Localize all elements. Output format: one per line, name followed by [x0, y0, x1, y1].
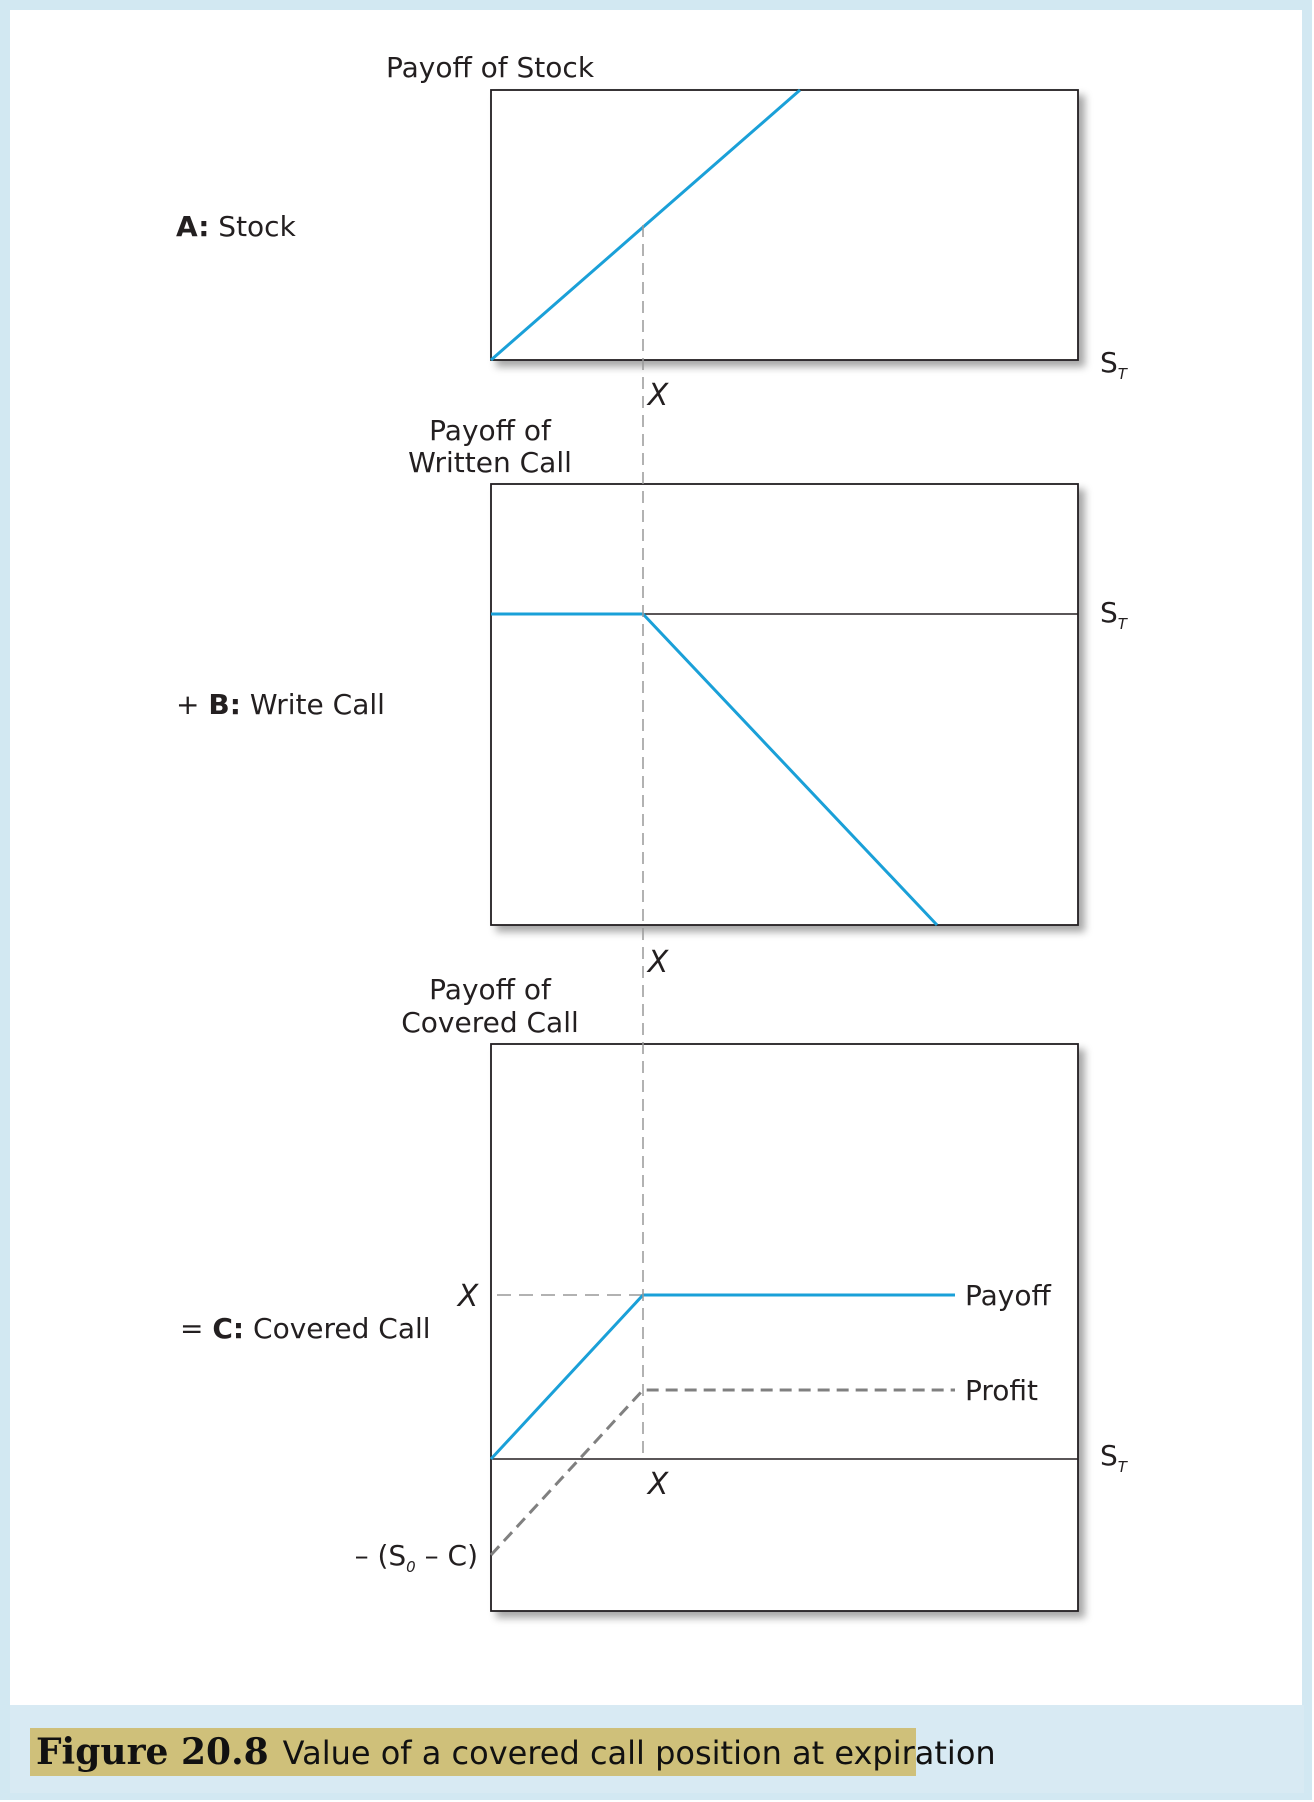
panel-b-axis-label: ST — [1100, 596, 1129, 633]
payoff-label: Payoff — [965, 1279, 1051, 1312]
caption-highlight — [30, 1728, 916, 1776]
panel-a-box — [490, 89, 1079, 361]
panel-a-title: Payoff of Stock — [386, 51, 595, 84]
panel-b-title-line1: Payoff of — [429, 414, 552, 447]
panel-b-x-marker: X — [646, 945, 670, 980]
panel-a-axis-label: ST — [1100, 346, 1129, 383]
panel-b-box — [490, 483, 1079, 926]
stock-payoff-line — [490, 88, 801, 362]
panel-a-x-marker: X — [646, 378, 670, 413]
panel-b-title-line2: Written Call — [408, 446, 572, 479]
panel-a-row-label: A: Stock — [176, 210, 297, 243]
panel-c-box — [490, 1043, 1079, 1612]
panel-c-axis-label: ST — [1100, 1439, 1129, 1476]
panel-c-title-line1: Payoff of — [429, 973, 552, 1006]
panel-c-x-marker: X — [646, 1467, 670, 1502]
panel-b-row-label: + B: Write Call — [176, 688, 385, 721]
panel-c-title-line2: Covered Call — [401, 1006, 579, 1039]
panel-c-y-marker: X — [456, 1279, 480, 1314]
negative-cost-label: – (S0 – C) — [355, 1539, 478, 1576]
panel-c-row-label: = C: Covered Call — [180, 1312, 431, 1345]
profit-label: Profit — [965, 1374, 1038, 1407]
